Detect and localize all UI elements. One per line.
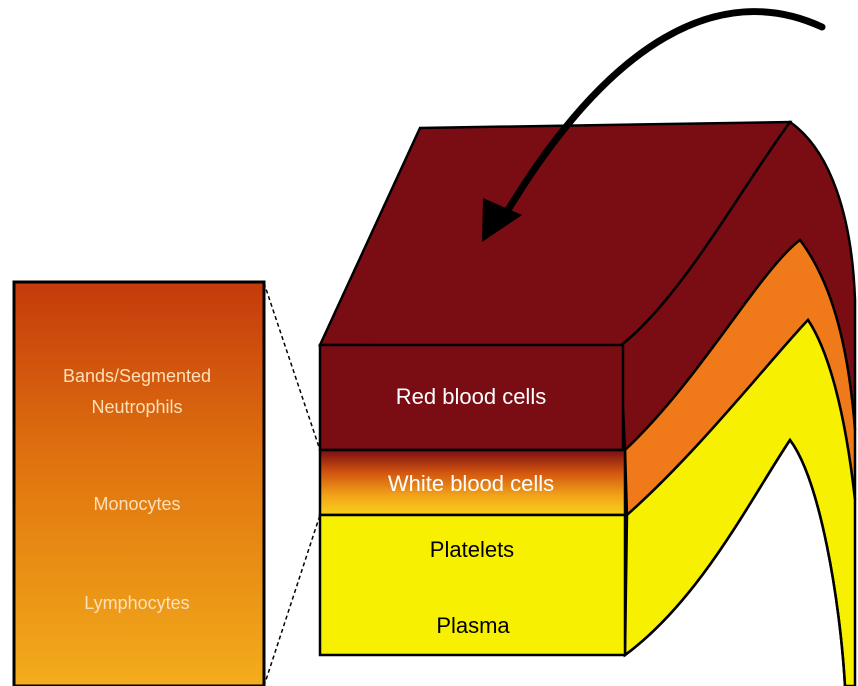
- plasma-label: Plasma: [436, 613, 510, 638]
- platelets-label: Platelets: [430, 537, 514, 562]
- connector-bottom-line: [264, 515, 320, 686]
- connector-top-line: [264, 283, 320, 450]
- wbc-label: White blood cells: [388, 471, 554, 496]
- rbc-label: Red blood cells: [396, 384, 546, 409]
- bands-label-line2: Neutrophils: [91, 397, 182, 417]
- wbc-detail-panel: [14, 282, 264, 686]
- monocytes-label: Monocytes: [93, 494, 180, 514]
- lymphocytes-label: Lymphocytes: [84, 593, 189, 613]
- bands-label-line1: Bands/Segmented: [63, 366, 211, 386]
